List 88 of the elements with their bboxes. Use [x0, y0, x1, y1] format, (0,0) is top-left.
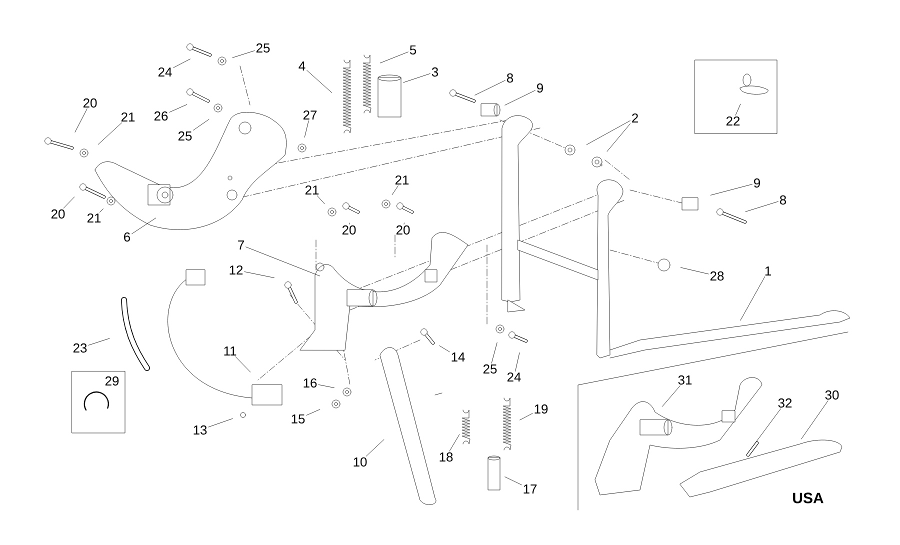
leader-line — [491, 342, 498, 364]
callout-number: 9 — [537, 83, 543, 93]
leader-line — [193, 119, 210, 130]
leader-line — [74, 108, 88, 132]
callout-number: 21 — [305, 185, 319, 195]
leader-line — [680, 267, 709, 274]
callout-number: 30 — [825, 390, 839, 400]
callout-number: 20 — [396, 225, 410, 235]
callout-number: 25 — [483, 364, 497, 374]
callout-number: 8 — [506, 73, 514, 83]
callout-number: 26 — [154, 111, 168, 121]
callout-number: 21 — [87, 213, 101, 223]
region-label: USA — [793, 492, 824, 504]
callout-number: 3 — [432, 67, 438, 77]
callout-number: 18 — [440, 452, 453, 462]
callout-number: 31 — [678, 375, 692, 385]
callout-number: 20 — [83, 98, 97, 108]
callout-number: 24 — [158, 67, 172, 77]
leader-line — [366, 439, 384, 456]
callout-number: 17 — [524, 484, 537, 494]
leader-line — [504, 90, 536, 106]
leader-line — [745, 201, 778, 212]
callout-number: 5 — [410, 45, 416, 55]
callout-number: 29 — [105, 376, 119, 386]
leader-line — [515, 352, 520, 372]
callout-number: 22 — [726, 116, 740, 126]
callout-number: 4 — [298, 62, 306, 70]
leader-line — [63, 196, 75, 208]
callout-number: 27 — [303, 110, 317, 120]
callout-number: 23 — [73, 343, 87, 353]
leader-line — [662, 386, 680, 407]
leader-line — [173, 58, 190, 68]
callout-number: 24 — [507, 372, 521, 382]
leader-line — [801, 400, 828, 440]
leader-line — [474, 80, 506, 96]
leader-line — [756, 408, 781, 442]
leader-line — [306, 70, 332, 93]
leader-line — [380, 52, 408, 64]
leader-line — [439, 346, 450, 352]
inset-frame — [72, 371, 126, 434]
leader-line — [132, 218, 156, 234]
leader-line — [710, 184, 752, 196]
leader-line — [208, 418, 233, 428]
leader-line — [449, 434, 460, 452]
callout-number: 21 — [395, 175, 409, 185]
inset-frame — [694, 60, 778, 134]
callout-number: 19 — [534, 404, 548, 414]
callout-number: 9 — [754, 178, 760, 188]
leader-line — [317, 196, 325, 204]
leader-line — [246, 246, 320, 276]
callout-number: 7 — [238, 240, 244, 250]
leader-line — [232, 50, 255, 58]
leader-line — [504, 476, 522, 486]
leader-line — [586, 120, 630, 145]
leader-line — [735, 104, 741, 116]
callout-number: 2 — [632, 113, 638, 123]
callout-number: 32 — [778, 398, 792, 408]
leader-line — [98, 122, 122, 145]
callout-number: 14 — [452, 352, 465, 362]
leader-line — [100, 208, 104, 212]
callout-number: 20 — [51, 209, 65, 219]
leader-line — [88, 338, 110, 346]
leader-line — [740, 276, 766, 321]
leader-line — [520, 413, 533, 420]
callout-number: 10 — [354, 457, 367, 467]
leader-line — [304, 120, 309, 138]
callout-number: 21 — [121, 112, 135, 122]
leader-line — [606, 124, 630, 152]
leader-line — [349, 222, 350, 224]
callout-number: 8 — [780, 195, 786, 205]
leader-line — [235, 356, 251, 372]
callout-number: 25 — [256, 43, 270, 53]
callout-number: 28 — [710, 271, 724, 281]
leader-line — [169, 104, 188, 112]
leader-line — [403, 73, 430, 83]
callout-number: 20 — [342, 225, 356, 235]
callout-number: 25 — [178, 131, 192, 141]
callout-number: 6 — [124, 232, 130, 242]
callout-number: 15 — [292, 414, 305, 424]
leader-line — [318, 384, 334, 388]
callout-number: 16 — [304, 378, 317, 388]
callout-number: 13 — [194, 425, 207, 435]
callout-number: 11 — [224, 346, 236, 356]
leader-line — [244, 272, 274, 278]
leader-line — [392, 186, 398, 195]
callout-number: 12 — [230, 265, 243, 275]
leader-line — [306, 409, 320, 416]
callout-number: 1 — [765, 266, 771, 276]
